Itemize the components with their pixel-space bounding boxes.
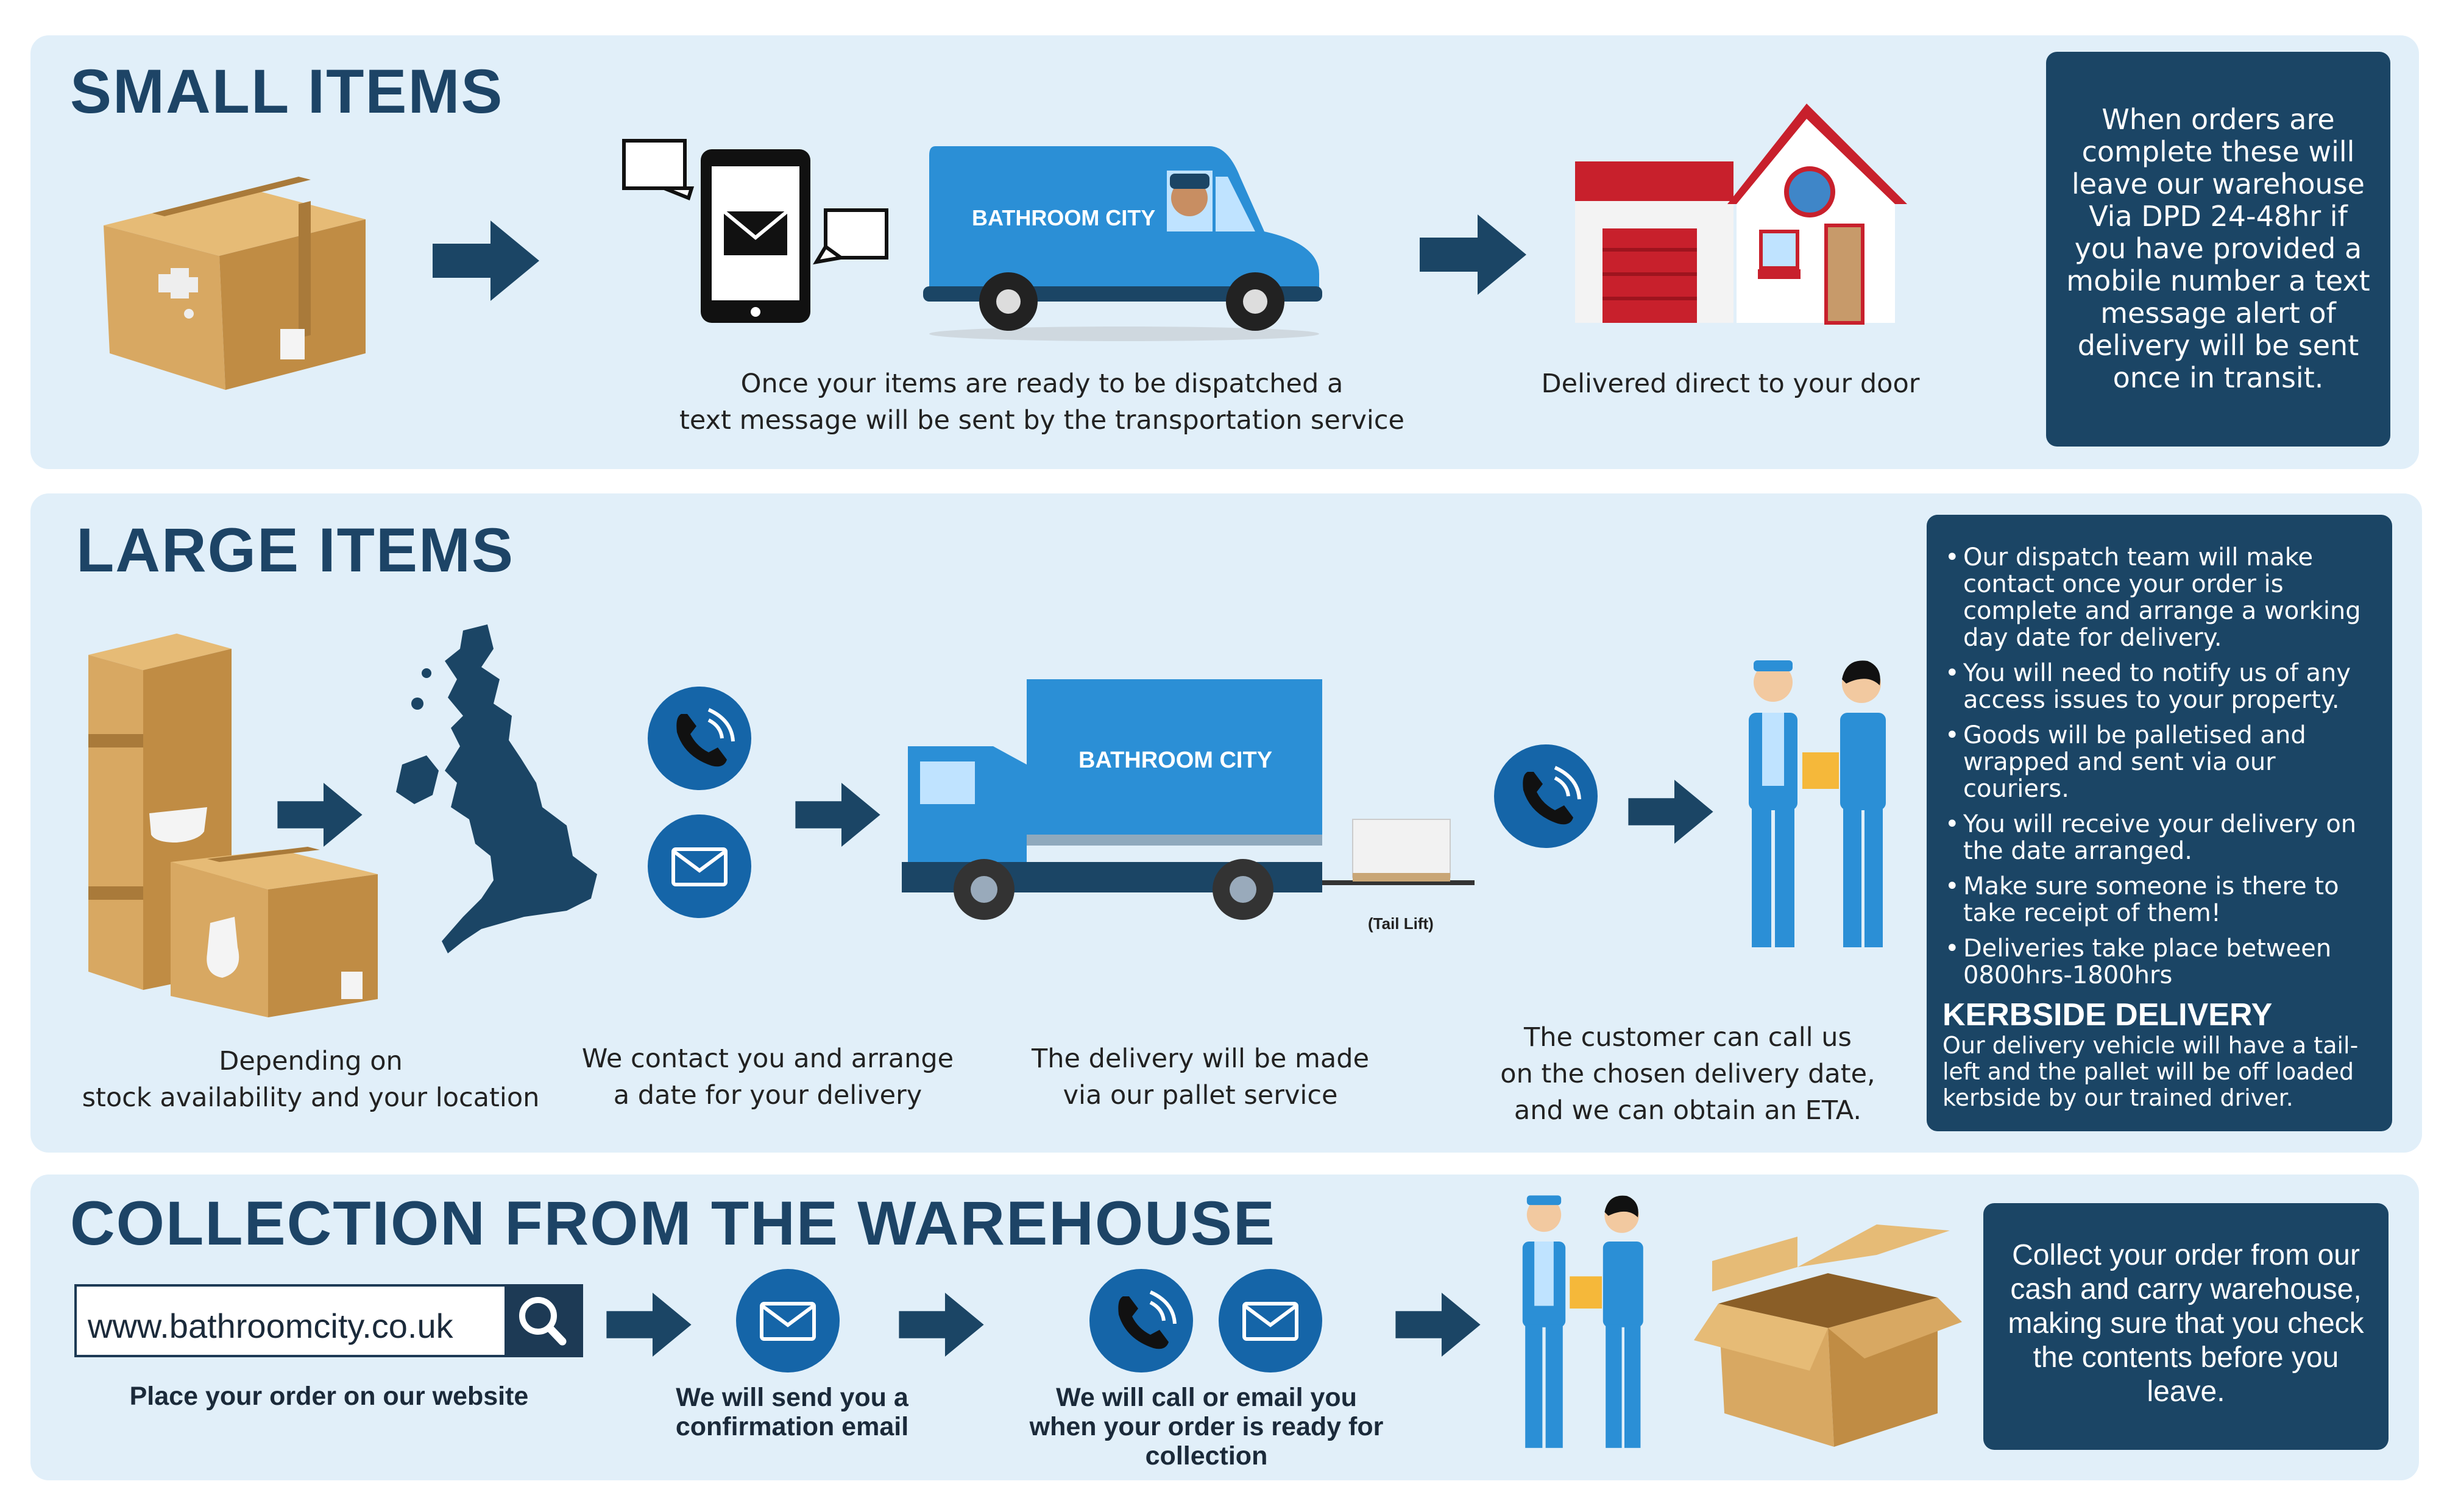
dispatch-caption-line: text message will be sent by the transpo… bbox=[679, 405, 1404, 436]
email-icon bbox=[648, 814, 751, 918]
call-eta-caption-line: on the chosen delivery date, bbox=[1500, 1059, 1875, 1089]
delivery-van-icon: BATHROOM CITY bbox=[923, 146, 1322, 341]
pallet-caption: The delivery will be made via our pallet… bbox=[999, 1040, 1401, 1114]
pallet-caption-line: The delivery will be made bbox=[1031, 1044, 1370, 1074]
contact-caption-line: a date for your delivery bbox=[613, 1080, 922, 1111]
ready-collection-caption-line: We will call or email you bbox=[1056, 1383, 1357, 1412]
open-box-icon bbox=[1694, 1224, 1962, 1447]
pallet-truck-icon: BATHROOM CITY (Tail Lift) bbox=[902, 679, 1475, 933]
small-items-info-text: When orders are complete these will leav… bbox=[2066, 103, 2370, 394]
flow-arrow-icon bbox=[1420, 214, 1526, 295]
ready-collection-caption-line: when your order is ready for bbox=[1029, 1412, 1384, 1441]
tail-lift-label: (Tail Lift) bbox=[1368, 914, 1434, 933]
large-items-bullet-list: Our dispatch team will make contact once… bbox=[1942, 544, 2376, 989]
contact-caption: We contact you and arrange a date for yo… bbox=[561, 1040, 975, 1114]
van-brand-text: BATHROOM CITY bbox=[972, 205, 1155, 230]
parcel-box-icon bbox=[104, 177, 366, 390]
flow-arrow-icon bbox=[433, 221, 539, 301]
confirmation-email-caption-line: confirmation email bbox=[675, 1412, 909, 1441]
small-items-info-box: When orders are complete these will leav… bbox=[2046, 52, 2390, 447]
delivery-handover-icon bbox=[1749, 660, 1886, 947]
email-icon bbox=[1219, 1269, 1322, 1372]
bathroom-boxes-icon bbox=[88, 634, 378, 1017]
pallet-caption-line: via our pallet service bbox=[1063, 1080, 1338, 1111]
call-eta-caption-line: The customer can call us bbox=[1524, 1022, 1852, 1053]
contact-caption-line: We contact you and arrange bbox=[581, 1044, 954, 1074]
collection-handover-icon bbox=[1522, 1195, 1643, 1448]
flow-arrow-icon bbox=[899, 1293, 984, 1357]
uk-map-icon bbox=[396, 624, 597, 953]
flow-arrow-icon bbox=[1628, 780, 1713, 844]
confirmation-email-caption: We will send you a confirmation email bbox=[634, 1383, 951, 1441]
phone-message-icon bbox=[622, 139, 888, 323]
confirmation-email-caption-line: We will send you a bbox=[676, 1383, 908, 1412]
bullet-item: Our dispatch team will make contact once… bbox=[1942, 544, 2376, 651]
collection-heading: COLLECTION FROM THE WAREHOUSE bbox=[70, 1189, 1276, 1258]
stock-caption: Depending on stock availability and your… bbox=[67, 1043, 554, 1116]
collection-info-box: Collect your order from our cash and car… bbox=[1983, 1203, 2389, 1450]
bullet-item: You will need to notify us of any access… bbox=[1942, 660, 2376, 713]
search-button[interactable] bbox=[505, 1287, 581, 1355]
website-url-text: www.bathroomcity.co.uk bbox=[88, 1307, 453, 1345]
dispatch-caption: Once your items are ready to be dispatch… bbox=[634, 366, 1450, 439]
large-items-info-box: Our dispatch team will make contact once… bbox=[1927, 515, 2392, 1131]
stock-caption-line: Depending on bbox=[219, 1046, 403, 1076]
collection-info-text: Collect your order from our cash and car… bbox=[2008, 1239, 2364, 1408]
bullet-item: Make sure someone is there to take recei… bbox=[1942, 873, 2376, 927]
order-website-caption: Place your order on our website bbox=[129, 1382, 529, 1411]
ready-collection-caption: We will call or email you when your orde… bbox=[999, 1383, 1414, 1471]
delivered-caption: Delivered direct to your door bbox=[1541, 369, 1920, 399]
bullet-item: Deliveries take place between 0800hrs-18… bbox=[1942, 935, 2376, 989]
call-eta-caption-line: and we can obtain an ETA. bbox=[1514, 1095, 1862, 1126]
bullet-item: You will receive your delivery on the da… bbox=[1942, 811, 2376, 864]
stock-caption-line: stock availability and your location bbox=[82, 1083, 540, 1113]
truck-brand-text: BATHROOM CITY bbox=[1078, 747, 1272, 773]
phone-call-icon bbox=[1089, 1269, 1193, 1372]
kerbside-title: KERBSIDE DELIVERY bbox=[1942, 997, 2273, 1033]
website-url-field[interactable]: www.bathroomcity.co.uk bbox=[74, 1284, 583, 1357]
email-icon bbox=[736, 1269, 840, 1372]
dispatch-caption-line: Once your items are ready to be dispatch… bbox=[740, 369, 1344, 399]
kerbside-text: Our delivery vehicle will have a tail-le… bbox=[1942, 1032, 2359, 1111]
ready-collection-caption-line: collection bbox=[1145, 1441, 1268, 1471]
flow-arrow-icon bbox=[795, 783, 880, 847]
large-items-heading: LARGE ITEMS bbox=[76, 515, 515, 585]
flow-arrow-icon bbox=[1395, 1293, 1481, 1357]
flow-arrow-icon bbox=[277, 783, 363, 847]
flow-arrow-icon bbox=[606, 1293, 692, 1357]
phone-call-icon bbox=[1494, 744, 1598, 848]
call-eta-caption: The customer can call us on the chosen d… bbox=[1475, 1019, 1901, 1129]
small-items-heading: SMALL ITEMS bbox=[70, 57, 504, 126]
phone-call-icon bbox=[648, 687, 751, 790]
bullet-item: Goods will be palletised and wrapped and… bbox=[1942, 722, 2376, 802]
search-icon bbox=[519, 1297, 567, 1346]
house-icon bbox=[1575, 104, 1907, 325]
